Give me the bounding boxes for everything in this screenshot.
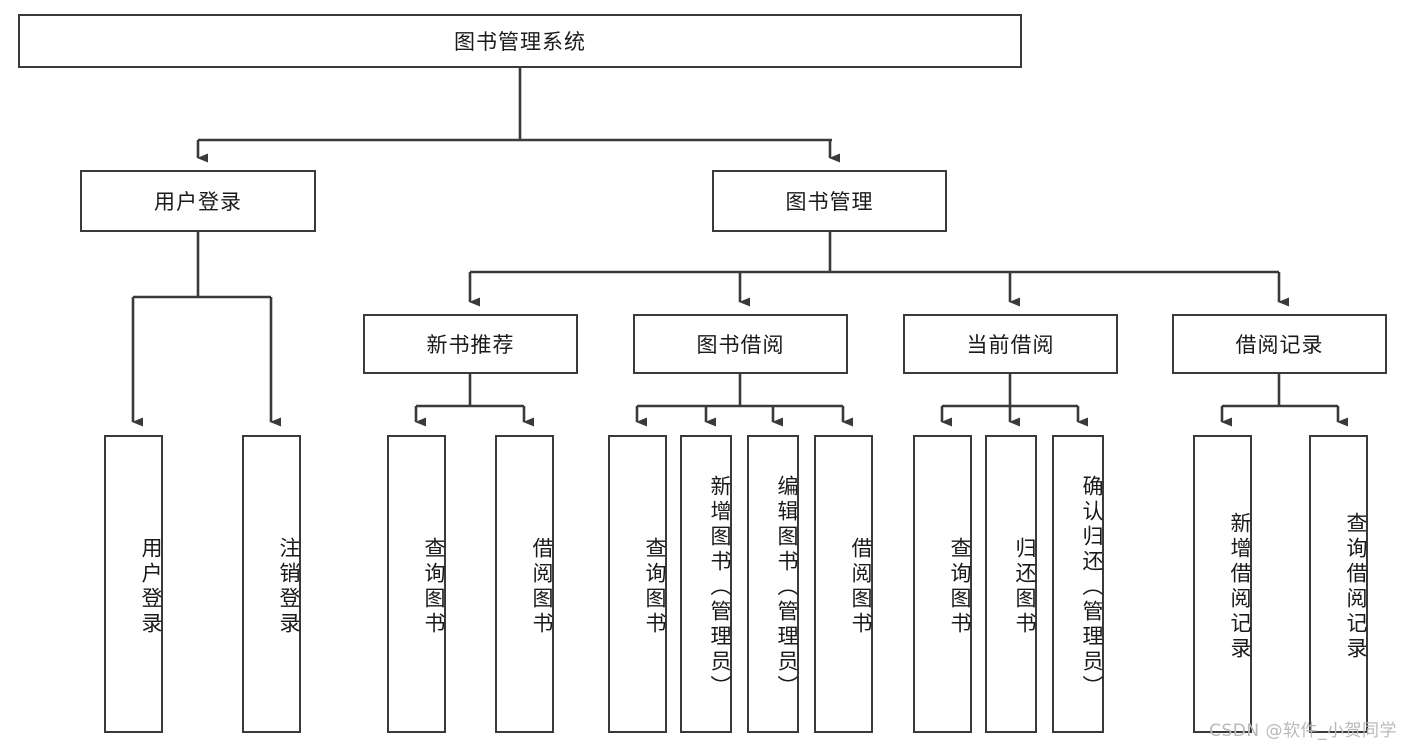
leaf-query-book-current[interactable]: 查询图书 bbox=[913, 435, 972, 733]
leaf-query-book-borrow[interactable]: 查询图书 bbox=[608, 435, 667, 733]
csdn-watermark: CSDN @软件_小贺同学 bbox=[1209, 721, 1397, 741]
leaf-query-borrow-record[interactable]: 查询借阅记录 bbox=[1309, 435, 1368, 733]
leaf-borrow-book[interactable]: 借阅图书 bbox=[814, 435, 873, 733]
node-root-system[interactable]: 图书管理系统 bbox=[18, 14, 1022, 68]
leaf-user-login[interactable]: 用户登录 bbox=[104, 435, 163, 733]
node-book-borrow[interactable]: 图书借阅 bbox=[633, 314, 848, 374]
leaf-add-book-admin[interactable]: 新增图书（管理员） bbox=[680, 435, 732, 733]
leaf-edit-book-admin[interactable]: 编辑图书（管理员） bbox=[747, 435, 799, 733]
leaf-add-borrow-record[interactable]: 新增借阅记录 bbox=[1193, 435, 1252, 733]
node-new-book-recommend[interactable]: 新书推荐 bbox=[363, 314, 578, 374]
node-current-borrow[interactable]: 当前借阅 bbox=[903, 314, 1118, 374]
leaf-borrow-book-recommend[interactable]: 借阅图书 bbox=[495, 435, 554, 733]
leaf-query-book-recommend[interactable]: 查询图书 bbox=[387, 435, 446, 733]
node-user-login[interactable]: 用户登录 bbox=[80, 170, 316, 232]
leaf-logout[interactable]: 注销登录 bbox=[242, 435, 301, 733]
node-borrow-record[interactable]: 借阅记录 bbox=[1172, 314, 1387, 374]
leaf-confirm-return-admin[interactable]: 确认归还（管理员） bbox=[1052, 435, 1104, 733]
node-book-management[interactable]: 图书管理 bbox=[712, 170, 947, 232]
leaf-return-book[interactable]: 归还图书 bbox=[985, 435, 1037, 733]
